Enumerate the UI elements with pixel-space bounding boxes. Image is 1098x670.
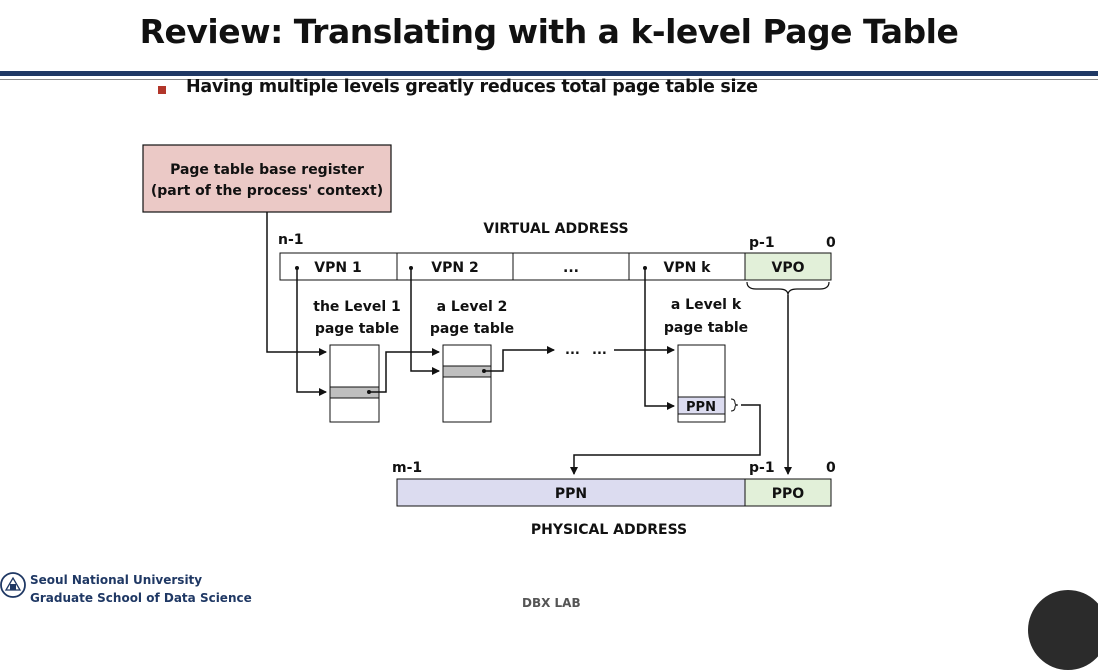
va-msb-label: n-1 — [278, 232, 304, 248]
pa-field-ppn-label: PPN — [555, 486, 587, 502]
pa-field-ppn — [396, 478, 746, 507]
va-field-vpo — [744, 252, 832, 281]
level2-page-table — [442, 344, 492, 423]
va-field-vpnk — [628, 252, 746, 281]
va-offset-msb-label: p-1 — [749, 235, 775, 251]
school-name: Graduate School of Data Science — [30, 591, 252, 605]
pa-msb-label: m-1 — [392, 460, 422, 476]
level2-table-caption-2: page table — [430, 321, 514, 337]
bullet-text: Having multiple levels greatly reduces t… — [186, 77, 758, 97]
va-field-dots — [512, 252, 630, 281]
base-register-box — [142, 144, 392, 213]
va-field-vpnk-label: VPN k — [664, 260, 712, 276]
title-rule-thin — [0, 79, 1098, 80]
arrow-vpnk-to-lk — [644, 268, 675, 410]
ppn-entry-brace — [730, 398, 739, 412]
arrow-ppn-to-pa — [570, 404, 761, 475]
vpo-brace — [746, 281, 830, 296]
level1-page-table — [329, 344, 380, 423]
corner-button[interactable] — [1028, 590, 1098, 670]
chain-dots-2: ... — [592, 343, 607, 358]
levelk-ppn-entry — [677, 396, 726, 415]
page-table-diagram: Page table base register (part of the pr… — [142, 144, 836, 538]
arrow-vpn1-to-l1 — [296, 268, 327, 396]
levelk-table-caption-2: page table — [664, 320, 748, 336]
physical-address-label: PHYSICAL ADDRESS — [531, 522, 687, 538]
university-name: Seoul National University — [30, 573, 203, 587]
virtual-address-label: VIRTUAL ADDRESS — [483, 221, 628, 237]
bullet-marker — [158, 86, 166, 94]
levelk-table-caption-1: a Level k — [671, 297, 742, 313]
va-field-vpn2-label: VPN 2 — [431, 260, 478, 276]
va-field-vpn1 — [279, 252, 398, 281]
slide-title: Review: Translating with a k-level Page … — [139, 12, 959, 51]
pa-lsb-label: 0 — [826, 460, 836, 476]
arrow-base-to-l1 — [266, 212, 327, 356]
lab-name: DBX LAB — [522, 596, 581, 610]
levelk-ppn-entry-label: PPN — [686, 400, 716, 415]
base-register-line1: Page table base register — [170, 162, 364, 178]
arrow-l2-onward — [484, 346, 555, 372]
chain-dots-1: ... — [565, 343, 580, 358]
level2-table-caption-1: a Level 2 — [437, 299, 508, 315]
va-field-dots-label: ... — [563, 260, 579, 276]
va-field-vpn1-label: VPN 1 — [314, 260, 361, 276]
va-lsb-label: 0 — [826, 235, 836, 251]
arrow-l1-to-l2 — [369, 348, 440, 393]
base-register-line2: (part of the process' context) — [151, 183, 383, 199]
pa-field-ppo-label: PPO — [772, 486, 805, 502]
university-logo — [0, 572, 26, 598]
va-field-vpo-label: VPO — [772, 260, 805, 276]
pa-offset-msb-label: p-1 — [749, 460, 775, 476]
pa-field-ppo — [744, 478, 832, 507]
level1-table-caption-2: page table — [315, 321, 399, 337]
title-rule — [0, 71, 1098, 76]
level1-table-caption-1: the Level 1 — [313, 299, 400, 315]
arrow-vpn2-to-l2 — [410, 268, 440, 375]
